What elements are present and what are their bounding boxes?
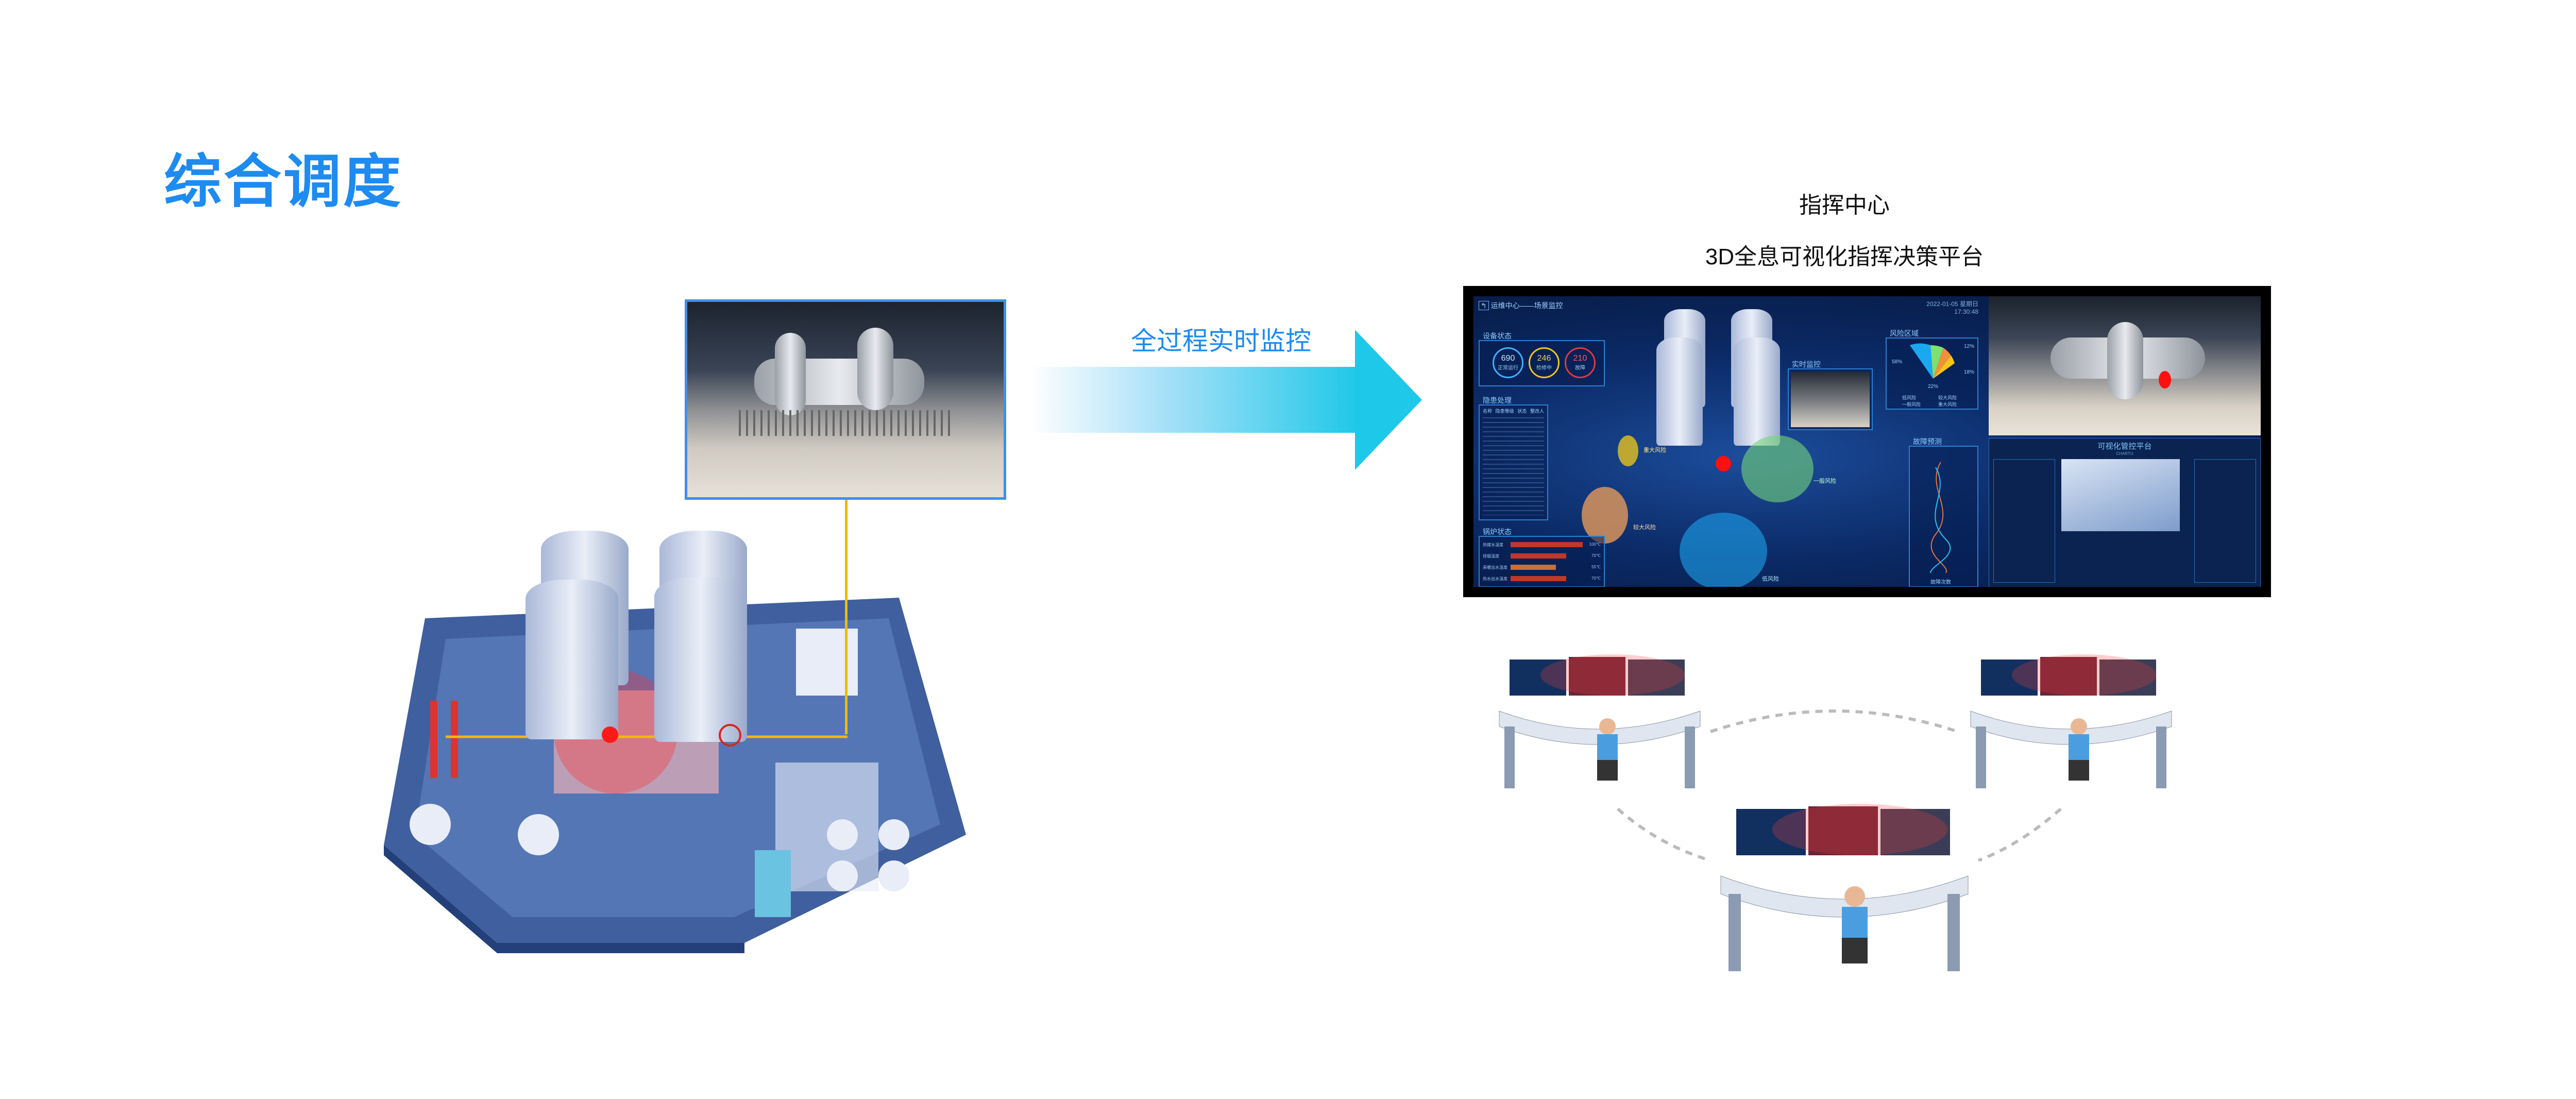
command-center-subtitle: 3D全息可视化指挥决策平台 <box>1705 244 1984 269</box>
back-icon[interactable]: ↰ <box>1479 301 1489 310</box>
risk-tag[interactable]: 较大风险 <box>1633 525 1656 531</box>
arrow-head-icon <box>1355 330 1422 470</box>
cooling-tower <box>654 577 747 742</box>
connection-arrows <box>1617 709 2062 862</box>
live-monitor-panel[interactable]: 实时监控 <box>1788 360 1873 430</box>
target-ring-icon <box>719 724 741 747</box>
risk-tag[interactable]: 一般风险 <box>1814 478 1836 484</box>
risk-pie-chart <box>1910 343 1955 379</box>
flow-arrow <box>1029 367 1359 433</box>
alarm-marker[interactable] <box>602 726 618 743</box>
operator-workstation <box>1970 654 2172 788</box>
operator-workstation <box>1720 804 1969 971</box>
risk-tag[interactable]: 重大风险 <box>1643 447 1666 453</box>
operator-workstation <box>1499 654 1701 788</box>
dashboard-screen: ↰ 运维中心——场景监控 2022-01-05 星期日 17:30:48 重大风… <box>1463 286 2271 597</box>
pie-slice <box>1933 356 1955 379</box>
link-line <box>845 500 848 734</box>
hazard-table-panel: 隐患处理 名称隐患等级状态整改人 <box>1479 396 1548 520</box>
fault-line-chart <box>1930 462 1951 573</box>
time: 17:30:48 <box>1954 308 1978 315</box>
platform-mini-dashboard: 可视化管控平台 CHARTU <box>1989 438 2261 587</box>
date: 2022-01-05 星期日 <box>1926 300 1978 308</box>
page-title: 综合调度 <box>164 149 403 214</box>
dashboard-header: ↰ 运维中心——场景监控 <box>1479 300 1563 311</box>
risk-area-panel: 风险区域 58% 22% 18% 12% 低风险较大风险 一般风险重大风险 <box>1886 329 1978 410</box>
live-camera-photo[interactable] <box>685 299 1006 500</box>
live-camera-feed[interactable] <box>1989 296 2261 435</box>
cooling-tower <box>526 580 618 739</box>
pie-slice <box>1930 345 1943 379</box>
pie-slice <box>1910 343 1933 379</box>
command-center-title: 指挥中心 <box>1799 193 1890 218</box>
pie-slice <box>1933 348 1951 379</box>
fault-forecast-panel: 故障预测 故障次数 <box>1909 437 1978 587</box>
arrow-label: 全过程实时监控 <box>1131 327 1311 356</box>
risk-tag[interactable]: 低风险 <box>1762 576 1779 582</box>
